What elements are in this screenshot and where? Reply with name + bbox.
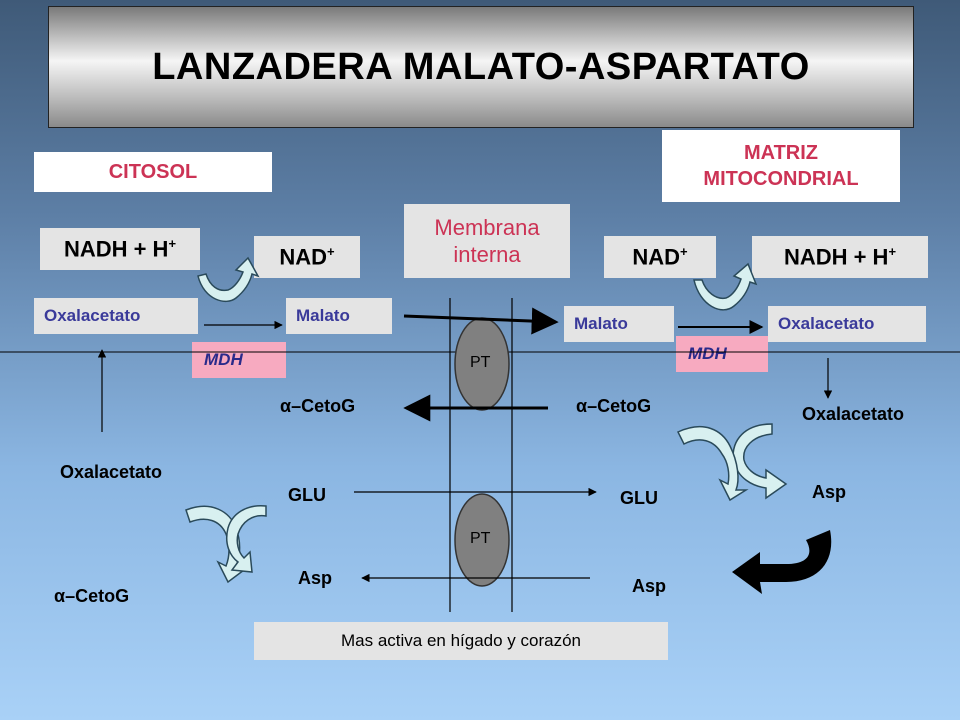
cyto-nadh-box: NADH + H+	[40, 228, 200, 270]
transporter-top-label: PT	[470, 354, 491, 371]
matrix-mdh-box: MDH	[676, 336, 768, 372]
matriz-label-box: MATRIZ MITOCONDRIAL	[662, 130, 900, 202]
title-banner: LANZADERA MALATO-ASPARTATO	[48, 6, 914, 128]
matrix-asp-free-label: Asp	[812, 482, 847, 502]
matrix-nadh-label: NADH + H	[783, 244, 889, 270]
curved-arrow-cyto-nadh	[197, 256, 260, 303]
matrix-glu-label: GLU	[620, 488, 658, 508]
membrana-label-box: Membrana interna	[404, 204, 570, 278]
cyto-nadh-sup: +	[168, 235, 177, 251]
curved-arrow-matrix-nadh	[693, 262, 758, 311]
arrow-malato-transport	[403, 307, 559, 335]
cyto-malato-label: Malato	[296, 306, 350, 325]
cyto-asp-label: Asp	[298, 568, 333, 588]
note-text: Mas activa en hígado y corazón	[340, 631, 582, 650]
matrix-mdh-label: MDH	[688, 344, 727, 363]
matrix-nadh-sup: +	[888, 243, 897, 259]
matriz-label: MATRIZ MITOCONDRIAL	[703, 142, 859, 190]
membrana-label: Membrana interna	[434, 214, 540, 268]
matrix-oxalacetato-free-label: Oxalacetato	[802, 404, 905, 424]
cyto-oxalacetato-label: Oxalacetato	[44, 306, 141, 325]
matrix-asp-label: Asp	[632, 576, 667, 596]
cyto-oxalacetato-box: Oxalacetato	[34, 298, 198, 334]
cyto-nad-box: NAD+	[254, 236, 360, 278]
crossing-arrows-matrix	[676, 423, 788, 502]
cyto-oxalacetato-free-label: Oxalacetato	[60, 462, 163, 482]
transporter-bottom-label: PT	[470, 530, 491, 547]
matrix-malato-label: Malato	[574, 314, 628, 333]
cyto-nad-label: NAD	[279, 244, 328, 270]
matrix-nad-sup: +	[680, 243, 688, 259]
matrix-nadh-box: NADH + H+	[752, 236, 928, 278]
cyto-cetog-label: α–CetoG	[280, 396, 356, 416]
bold-curved-arrow	[732, 530, 832, 594]
cyto-mdh-box: MDH	[192, 342, 286, 378]
cyto-malato-box: Malato	[286, 298, 392, 334]
cyto-cetog-free-label: α–CetoG	[54, 586, 130, 606]
note-box: Mas activa en hígado y corazón	[254, 622, 668, 660]
matrix-oxalacetato-label: Oxalacetato	[778, 314, 875, 333]
matrix-cetog-label: α–CetoG	[576, 396, 652, 416]
matrix-nad-label: NAD	[632, 244, 681, 270]
matrix-oxalacetato-box: Oxalacetato	[768, 306, 926, 342]
matrix-nad-box: NAD+	[604, 236, 716, 278]
cyto-glu-label: GLU	[288, 485, 326, 505]
cyto-nad-sup: +	[327, 243, 335, 259]
citosol-label: CITOSOL	[108, 161, 198, 183]
page-title: LANZADERA MALATO-ASPARTATO	[152, 45, 810, 88]
crossing-arrows-cytosol	[185, 505, 267, 584]
cyto-nadh-label: NADH + H	[63, 236, 169, 262]
matrix-malato-box: Malato	[564, 306, 674, 342]
cyto-mdh-label: MDH	[204, 350, 243, 369]
citosol-label-box: CITOSOL	[34, 152, 272, 192]
transporter-bottom	[454, 493, 510, 587]
